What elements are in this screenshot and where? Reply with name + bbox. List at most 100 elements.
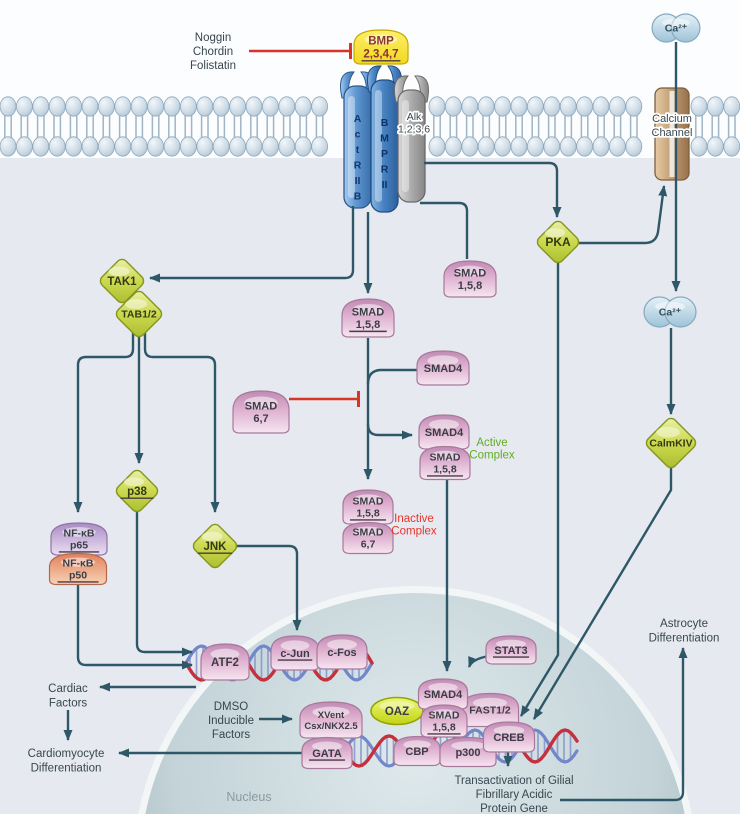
dmso-inducible-factors-text: Inducible [208, 715, 254, 727]
alk-label-text: 1,2,3,6 [398, 124, 430, 136]
receptor-letter: II [355, 175, 361, 187]
membrane-segment [428, 96, 643, 157]
active-complex-smad158-label: 1,5,8 [433, 464, 457, 476]
cardiomyocyte-differentiation-text: Cardiomyocyte [28, 748, 105, 760]
noggin-chordin-folistatin-text: Chordin [193, 46, 233, 58]
inactive-complex-label-text: Inactive [394, 513, 434, 525]
tab12-label: TAB1/2 [121, 309, 157, 321]
inactive-complex-label-text: Complex [391, 526, 437, 538]
dmso-inducible-factors-text: DMSO [214, 701, 249, 713]
smad4-free: SMAD4 [416, 350, 470, 386]
calcium-channel [654, 87, 690, 181]
stat3: STAT3 [485, 635, 537, 665]
cell-membrane [0, 96, 740, 157]
p50-to-atf2 [76, 584, 193, 670]
active-complex-smad4: SMAD4 [418, 414, 470, 450]
active-complex-label-text: Active [476, 437, 507, 449]
inactive-complex-smad67-label: SMAD [353, 527, 384, 539]
receptor-letter: B [354, 191, 362, 203]
membrane-segment [690, 96, 740, 157]
receptor-letter: R [381, 164, 389, 176]
smad67-label: 6,7 [253, 413, 268, 425]
noggin-chordin-folistatin-text: Noggin [195, 32, 231, 44]
cbp: CBP [393, 735, 441, 767]
receptor-letter: c [355, 129, 361, 141]
p300: p300 [439, 736, 497, 768]
c-fos-label: c-Fos [327, 647, 356, 659]
receptor-letter: M [380, 133, 389, 145]
jnk-label: JNK [203, 541, 227, 553]
pka-to-channel [579, 185, 668, 245]
ca-intracellular-label: Ca²⁺ [659, 307, 682, 319]
alk-to-pka [424, 161, 562, 218]
atf2-label: ATF2 [211, 657, 239, 669]
astrocyte-differentiation-text: Astrocyte [660, 618, 708, 630]
nucleus-label-text: Nucleus [226, 790, 271, 804]
receptor-to-cyto-smad158 [420, 201, 469, 259]
receptor-letter: A [354, 113, 362, 125]
receptor-letter: t [356, 144, 360, 156]
atf2: ATF2 [200, 643, 250, 681]
gene-to-astrocyte [560, 647, 688, 802]
membrane-segment [0, 96, 329, 157]
receptor-letter: R [354, 160, 362, 172]
nucleus-label: Nucleus [226, 790, 271, 804]
tab12-branch-nfkb [73, 332, 135, 513]
calcium-channel-label-text: Channel [652, 127, 693, 139]
gata: GATA [301, 736, 353, 770]
xvent-csx-nkx25-label: Csx/NKX2.5 [304, 721, 358, 732]
gene-transactivation-text: Transactivation of Gilial [454, 775, 573, 787]
creb-label: CREB [493, 732, 524, 744]
receptor-letter: II [382, 179, 388, 191]
nfkb-p50-label: p50 [69, 570, 87, 582]
c-jun: c-Jun [270, 635, 320, 671]
tak1: TAK1 [99, 258, 145, 304]
nuclear-smad4-label: SMAD4 [424, 689, 463, 701]
astrocyte-differentiation-text: Differentiation [649, 633, 720, 645]
active-complex-label-text: Complex [469, 450, 515, 462]
smad158-cytoplasmic-label: 1,5,8 [458, 280, 482, 292]
ca-intracellular: Ca²⁺ [643, 296, 697, 328]
oaz-label: OAZ [385, 706, 409, 718]
nfkb-p65-label: p65 [70, 540, 88, 552]
smad67-label: SMAD [245, 401, 277, 413]
fast12-label: FAST1/2 [469, 705, 511, 717]
nuclear-smad158-label: 1,5,8 [432, 722, 456, 734]
dmso-inducible-factors-text: Factors [212, 729, 251, 741]
cbp-label: CBP [405, 746, 428, 758]
calmkiv-label: CalmKIV [649, 438, 692, 450]
ca-extracellular-label: Ca²⁺ [665, 23, 688, 35]
actriib-to-tak1 [149, 206, 355, 283]
smad4-join [366, 368, 417, 385]
cardiac-factors-text: Cardiac [48, 683, 88, 695]
tab12: TAB1/2 [115, 290, 163, 338]
nfkb-p65-label: NF-κB [64, 528, 95, 540]
receptor-letter: B [381, 117, 389, 129]
gene-transactivation-text: Fibrillary Acidic [476, 789, 553, 801]
smad158-phosphorylated-label: SMAD [352, 307, 384, 319]
p38-to-atf2 [135, 510, 193, 657]
active-complex-smad158-label: SMAD [430, 452, 461, 464]
pka-label: PKA [545, 235, 571, 249]
pka-to-creb [519, 262, 560, 717]
tab12-branch-jnk [143, 332, 220, 513]
smad4-free-label: SMAD4 [424, 363, 463, 375]
receptor-body [397, 89, 426, 203]
